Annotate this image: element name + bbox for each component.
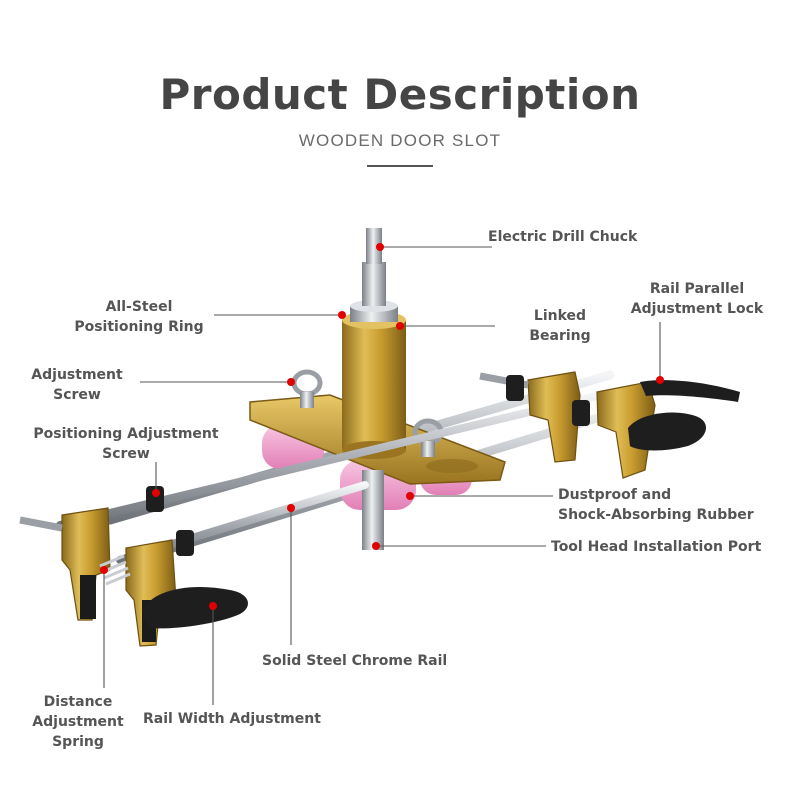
right-clamps: [479, 371, 656, 479]
label-line: Dustproof and: [558, 487, 672, 503]
label-positioning-ring: All-Steel Positioning Ring: [66, 297, 212, 337]
label-adjustment-screw: Adjustment Screw: [24, 365, 130, 405]
leader-lines: [103, 246, 661, 705]
dot-spring: [100, 566, 108, 574]
drill-column: [342, 228, 406, 550]
label-line: Screw: [102, 446, 150, 462]
label-rail-width-adjustment: Rail Width Adjustment: [143, 711, 321, 727]
dot-positioning-adjustment-screw: [152, 489, 160, 497]
label-line: Spring: [52, 734, 104, 750]
label-distance-spring: Distance Adjustment Spring: [22, 692, 134, 752]
page-title: Product Description: [159, 70, 641, 119]
dot-positioning-ring: [338, 311, 346, 319]
eye-bolts: [291, 369, 444, 457]
label-line: Rail Parallel: [649, 281, 745, 297]
dot-adjustment-screw: [287, 378, 295, 386]
dot-tool-head-port: [372, 542, 380, 550]
label-line: Linked: [533, 308, 587, 324]
label-line: Adjustment: [31, 367, 123, 383]
distance-spring: [99, 554, 131, 586]
label-line: Positioning Adjustment: [33, 426, 219, 442]
dot-drill-chuck: [376, 243, 384, 251]
label-line: All-Steel: [105, 299, 173, 315]
label-chrome-rail: Solid Steel Chrome Rail: [262, 653, 448, 669]
label-linked-bearing: Linked Bearing: [520, 306, 600, 346]
dot-chrome-rail: [287, 504, 295, 512]
dot-rubber: [406, 492, 414, 500]
label-dustproof-rubber: Dustproof and Shock-Absorbing Rubber: [558, 485, 754, 525]
label-line: Positioning Ring: [74, 319, 204, 335]
label-line: Distance: [43, 694, 113, 710]
label-line: Bearing: [529, 328, 591, 344]
dot-rail-width: [209, 602, 217, 610]
label-line: Adjustment: [32, 714, 124, 730]
label-rail-parallel-lock: Rail Parallel Adjustment Lock: [622, 279, 772, 319]
label-line: Screw: [53, 387, 101, 403]
label-line: Shock-Absorbing Rubber: [558, 507, 754, 523]
dot-linked-bearing: [396, 322, 404, 330]
label-electric-drill-chuck: Electric Drill Chuck: [488, 229, 638, 245]
label-positioning-adjustment-screw: Positioning Adjustment Screw: [30, 424, 222, 464]
dot-parallel-lock: [656, 376, 664, 384]
title-divider: [367, 165, 433, 167]
label-line: Adjustment Lock: [630, 301, 764, 317]
pointer-dots: [100, 243, 664, 610]
page-subtitle: WOODEN DOOR SLOT: [298, 131, 502, 150]
label-tool-head-port: Tool Head Installation Port: [551, 539, 762, 555]
black-knobs: [142, 375, 740, 629]
